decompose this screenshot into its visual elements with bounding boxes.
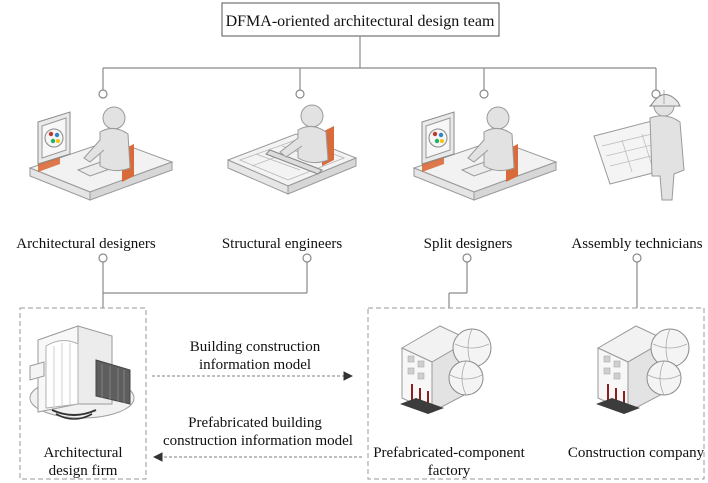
org-label-factory-line1: Prefabricated-component [373,445,525,461]
flow-backward-label-line2: construction information model [163,433,353,449]
flow-backward-label-line1: Prefabricated building [188,415,322,431]
flow-arrows [152,371,362,462]
role-label-split-designers: Split designers [424,236,513,252]
org-label-design-firm-line2: design firm [49,463,118,479]
team-tree-connectors [102,36,657,90]
designer-at-computer-icon [28,106,174,201]
firm-connectors [102,262,638,308]
design-firm-box [19,307,147,480]
flow-forward-label-line2: information model [199,357,311,373]
org-label-factory-line2: factory [428,463,471,479]
role-label-architectural-designers: Architectural designers [16,236,156,252]
team-title-box: DFMA-oriented architectural design team [221,2,500,37]
role-label-structural-engineers: Structural engineers [222,236,343,252]
flow-forward-label-line1: Building construction [190,339,321,355]
team-title: DFMA-oriented architectural design team [226,13,495,30]
connector-nodes-top [98,89,661,99]
connector-nodes-bottom [98,253,642,263]
role-label-assembly-technicians: Assembly technicians [571,236,702,252]
manufacturing-construction-box [367,307,705,480]
design-firm-building-icon [29,325,135,420]
engineer-drafting-icon [226,104,358,195]
technician-with-blueprint-icon [593,90,685,201]
org-label-design-firm-line1: Architectural [43,445,122,461]
construction-company-building-icon [596,325,690,414]
factory-building-icon [400,325,492,414]
org-label-construction-company: Construction company [568,445,705,461]
designer-at-computer-icon [412,106,558,201]
